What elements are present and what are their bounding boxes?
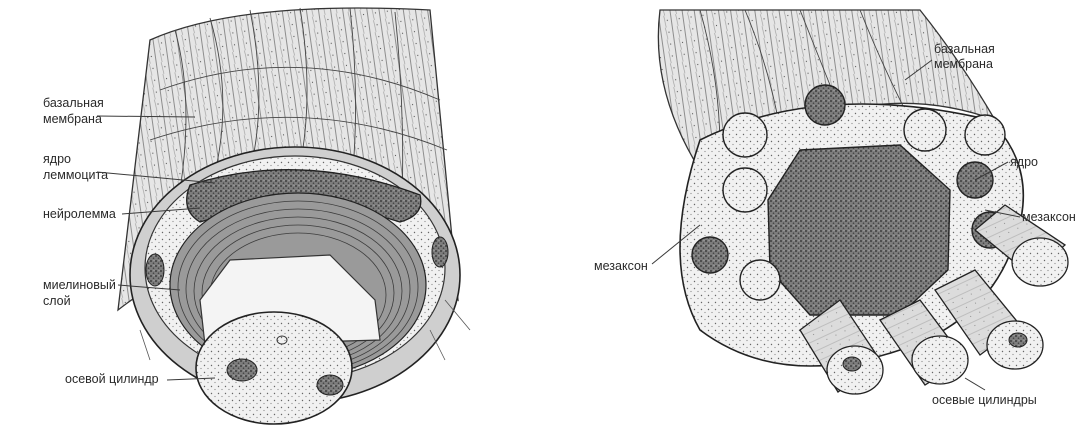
label-nucleus: ядро	[1010, 155, 1038, 169]
label-basal-membrane-left: базальная мембрана	[43, 96, 107, 126]
label-lemmocyte-nucleus: ядро леммоцита	[43, 152, 108, 182]
label-mesaxon-left: мезаксон	[594, 259, 648, 273]
label-myelin-layer: миелиновый слой	[43, 278, 119, 308]
label-axial-cylinder: осевой цилиндр	[65, 372, 159, 386]
myelinated-fiber-drawing	[118, 8, 470, 424]
label-axial-cylinders: осевые цилиндры	[932, 393, 1037, 407]
label-basal-membrane-right: базальная мембрана	[934, 42, 998, 71]
unmyelinated-fiber-drawing	[658, 10, 1068, 394]
label-neurolemma: нейролемма	[43, 207, 116, 221]
label-mesaxon-right: мезаксон	[1022, 210, 1076, 224]
leader-axial-cylinders	[965, 378, 985, 390]
